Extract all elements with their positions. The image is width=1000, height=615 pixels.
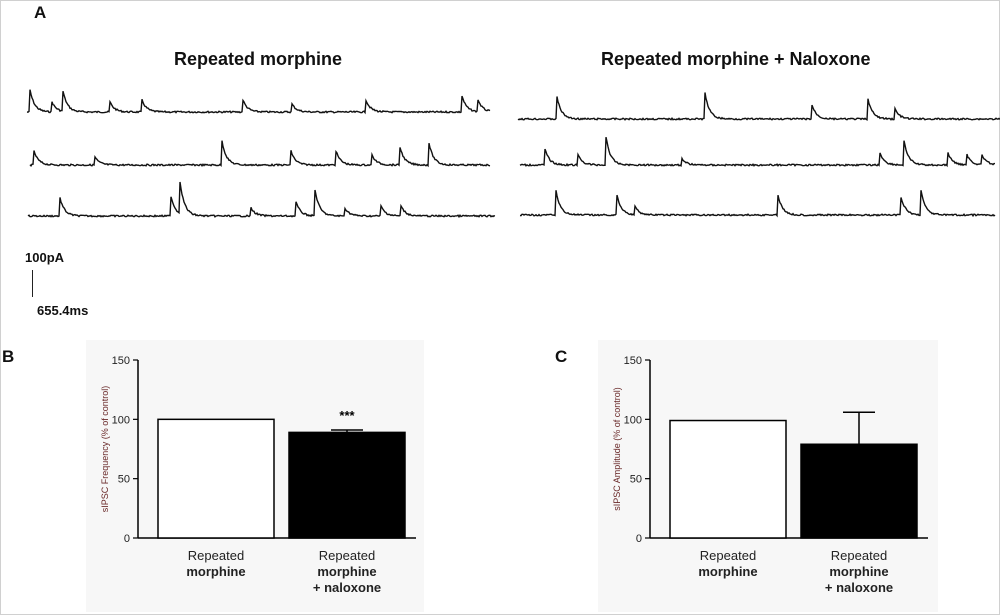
y-tick-label: 0 (636, 533, 642, 545)
panel-label-a: A (34, 3, 47, 22)
bar-2 (288, 431, 406, 539)
bar-2 (800, 443, 918, 539)
y-tick-label: 150 (112, 355, 130, 367)
y-tick-label: 0 (124, 533, 130, 545)
category-label-2: morphine (829, 564, 888, 579)
category-label-1: Repeated (188, 548, 244, 563)
trace-row-3 (27, 181, 496, 219)
amplitude-chart: 0 50 100 150 sIPSC Amplitude (% of control) R… (612, 355, 928, 595)
scale-current-label: 100pA (25, 250, 65, 265)
panel-label-c: C (555, 347, 568, 366)
category-label-1: Repeated (700, 548, 756, 563)
scale-time-label: 655.4ms (37, 303, 89, 318)
y-axis-label: sIPSC Amplitude (% of control) (612, 387, 622, 511)
significance-marker: *** (339, 408, 355, 423)
bar-1 (669, 419, 787, 539)
y-tick-label: 150 (624, 355, 642, 367)
scale-bar (32, 270, 33, 297)
category-label-2: + naloxone (313, 580, 381, 595)
right-trace-title: Repeated morphine + Naloxone (601, 49, 871, 69)
trace-row-4 (517, 92, 1000, 121)
category-label-1: morphine (698, 564, 757, 579)
left-trace-title: Repeated morphine (174, 49, 343, 69)
category-label-2: morphine (317, 564, 376, 579)
y-axis-label: sIPSC Frequency (% of control) (100, 386, 110, 513)
category-label-1: morphine (186, 564, 245, 579)
y-tick-label: 100 (624, 414, 642, 426)
trace-row-2 (29, 140, 491, 168)
y-tick-label: 50 (630, 474, 642, 486)
category-label-2: + naloxone (825, 580, 893, 595)
trace-row-5 (519, 137, 995, 168)
panel-label-b: B (2, 347, 15, 366)
frequency-chart: 0 50 100 150 sIPSC Frequency (% of control) R… (100, 355, 416, 595)
y-tick-label: 50 (118, 474, 130, 486)
current-traces (26, 89, 1000, 219)
y-tick-label: 100 (112, 414, 130, 426)
trace-row-1 (26, 89, 491, 115)
category-label-2: Repeated (831, 548, 887, 563)
trace-row-6 (519, 190, 996, 218)
category-label-2: Repeated (319, 548, 375, 563)
bar-1 (157, 418, 275, 539)
